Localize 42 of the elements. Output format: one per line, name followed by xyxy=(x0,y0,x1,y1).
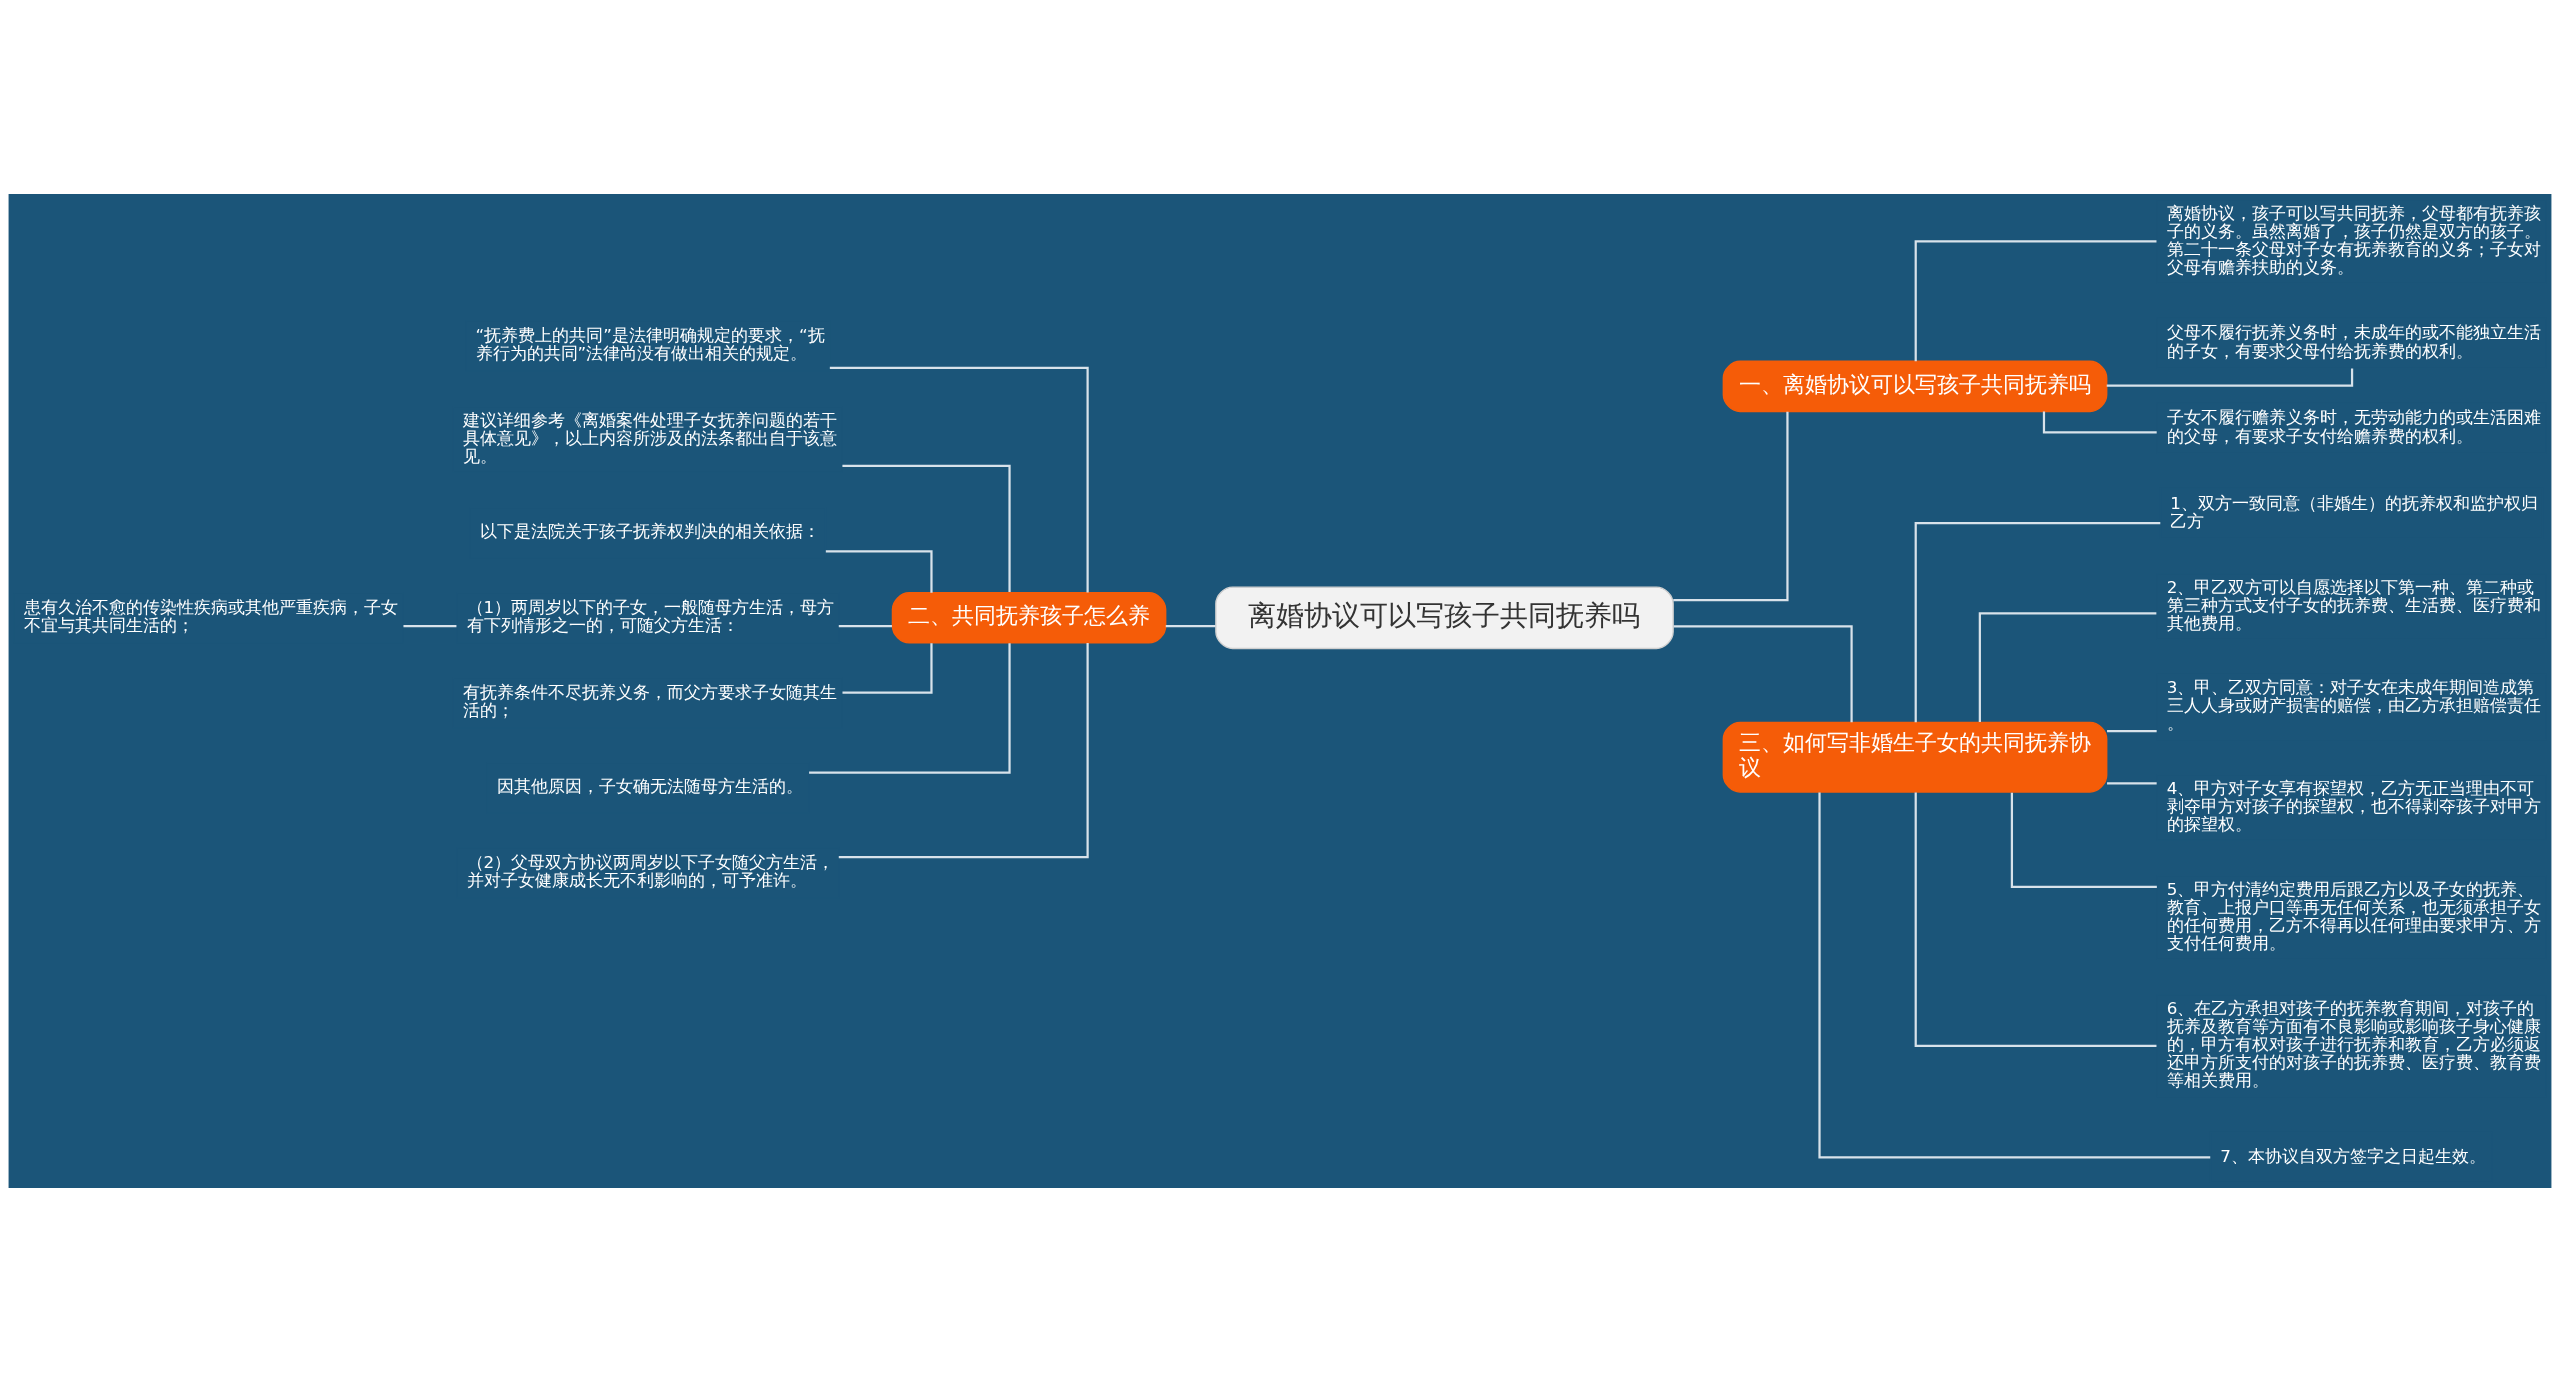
node-text: 建议详细参考《离婚案件处理子女抚养问题的若干具体意见》，以上内容所涉及的法条都出自于该意见。 xyxy=(463,409,838,466)
connector xyxy=(1165,624,1216,627)
connector xyxy=(1914,239,2157,361)
connector xyxy=(842,642,933,694)
connector xyxy=(838,624,892,627)
connector xyxy=(1673,411,1789,601)
node-text: （2）父母双方协议两周岁以下子女随父方生活，并对子女健康成长无不利影响的，可予准许。 xyxy=(466,851,835,890)
node-text: 离婚协议，孩子可以写共同抚养，父母都有抚养孩子的义务。虽然离婚了，孩子仍然是双方的孩子。第二十一条父母对子女有抚养教育的义务；子女对父母有赡养扶助的义务。 xyxy=(2166,202,2541,277)
node-box: 二、共同抚养孩子怎么养 xyxy=(891,591,1167,644)
node-text: 因其他原因，子女确无法随母方生活的。 xyxy=(496,775,803,796)
node-text: 1、双方一致同意（非婚生）的抚养权和监护权归乙方 xyxy=(2170,492,2538,531)
connector xyxy=(842,464,1011,592)
node-text: 2、甲乙双方可以自愿选择以下第一种、第二种或第三种方式支付子女的抚养费、生活费、医疗费和其他费用。 xyxy=(2166,576,2541,633)
node-text: 6、在乙方承担对孩子的抚养教育期间，对孩子的抚养及教育等方面有不良影响或影响孩子身心健康的，甲方有权对孩子进行抚养和教育，乙方必须返还甲方所支付的对孩子的抚养费、医疗费、教育费等相关费用。 xyxy=(2166,997,2541,1090)
node-text: （1）两周岁以下的子女，一般随母方生活，母方有下列情形之一的，可随父方生活： xyxy=(466,596,835,635)
connector xyxy=(1978,611,2157,722)
node-box: 一、离婚协议可以写孩子共同抚养吗 xyxy=(1722,360,2108,412)
node-text: “抚养费上的共同”是法律明确规定的要求，“抚养行为的共同”法律尚没有做出相关的规定。 xyxy=(475,324,825,363)
node-text: 父母不履行抚养义务时，未成年的或不能独立生活的子女，有要求父母付给抚养费的权利。 xyxy=(2166,321,2541,361)
connector xyxy=(1818,791,2211,1158)
node-text: 4、甲方对子女享有探望权，乙方无正当理由不可剥夺甲方对孩子的探望权，也不得剥夺孩子对甲方的探望权。 xyxy=(2166,777,2541,834)
node-box: 三、如何写非婚生子女的共同抚养协议 xyxy=(1722,721,2108,793)
connector xyxy=(1673,624,1853,722)
node-text: 5、甲方付清约定费用后跟乙方以及子女的抚养、教育、上报户口等再无任何关系，也无须承担子女的任何费用，乙方不得再以任何理由要求甲方、方支付任何费用。 xyxy=(2166,878,2541,953)
connector xyxy=(1914,521,2161,722)
connector xyxy=(2010,792,2157,888)
connector xyxy=(838,642,1089,858)
connector xyxy=(829,366,1089,592)
node-box: 离婚协议可以写孩子共同抚养吗 xyxy=(1215,585,1674,649)
node-text: 7、本协议自双方签字之日起生效。 xyxy=(2220,1145,2486,1166)
connector xyxy=(809,642,1011,774)
node-text: 子女不履行赡养义务时，无劳动能力的或生活困难的父母，有要求子女付给赡养费的权利。 xyxy=(2166,406,2541,446)
node-text: 患有久治不愈的传染性疾病或其他严重疾病，子女不宜与其共同生活的； xyxy=(23,596,398,635)
connector xyxy=(2107,781,2157,784)
connector xyxy=(403,624,457,627)
connector xyxy=(2042,411,2157,433)
connector xyxy=(825,549,933,593)
node-text: 3、甲、乙双方同意：对子女在未成年期间造成第三人人身或财产损害的赔偿，由乙方承担赔偿责任。 xyxy=(2166,676,2541,733)
connector xyxy=(1914,792,2157,1047)
node-text: 有抚养条件不尽抚养义务，而父方要求子女随其生活的； xyxy=(463,681,838,720)
node-text: 以下是法院关于孩子抚养权判决的相关依据： xyxy=(479,520,820,541)
connector xyxy=(2107,729,2157,732)
